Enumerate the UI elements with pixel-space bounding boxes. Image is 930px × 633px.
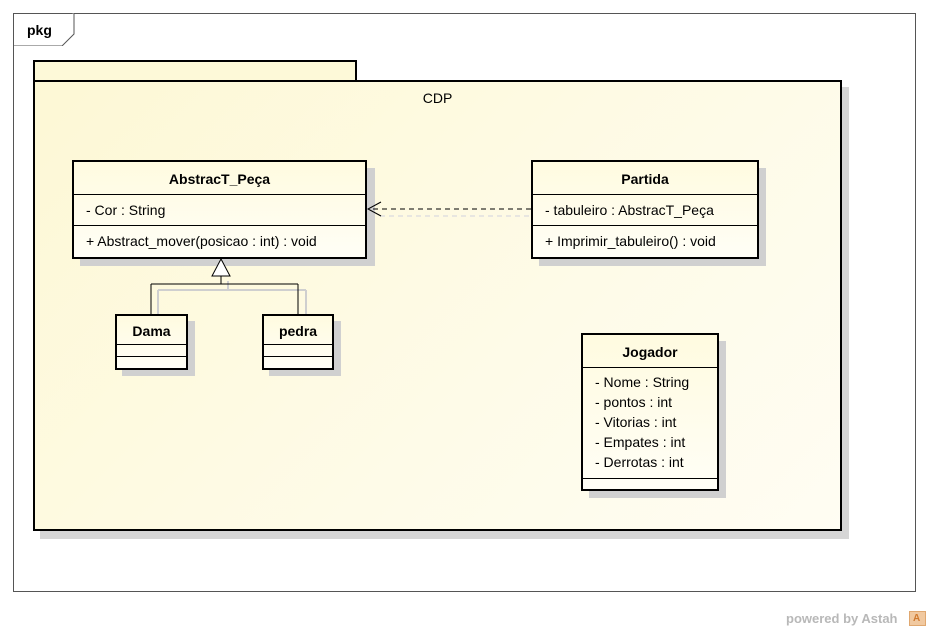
powered-by-text: powered by Astah <box>786 611 898 626</box>
class-name: Partida <box>533 162 757 195</box>
frame-label: pkg <box>27 22 52 38</box>
generalization-arrowhead-icon <box>211 257 231 277</box>
frame-tag <box>13 13 75 46</box>
operation: + Imprimir_tabuleiro() : void <box>545 233 716 249</box>
astah-logo-icon: A <box>909 611 926 626</box>
class-attributes <box>117 345 186 357</box>
class-attributes: - Nome : String - pontos : int - Vitoria… <box>583 368 717 479</box>
attribute: - Vitorias : int <box>595 414 677 430</box>
class-name: pedra <box>264 316 332 345</box>
class-name: AbstracT_Peça <box>74 162 365 195</box>
dependency-arrowhead-icon <box>366 201 382 217</box>
dependency-relation[interactable] <box>366 201 531 217</box>
class-name: Dama <box>117 316 186 345</box>
attribute: - pontos : int <box>595 394 673 410</box>
generalization-relation[interactable] <box>150 257 299 314</box>
class-attributes: - Cor : String <box>74 195 365 226</box>
class-attributes <box>264 345 332 357</box>
package-name: CDP <box>422 90 453 106</box>
attribute: - Derrotas : int <box>595 454 684 470</box>
class-attributes: - tabuleiro : AbstracT_Peça <box>533 195 757 226</box>
class-name: Jogador <box>583 335 717 368</box>
attribute: - tabuleiro : AbstracT_Peça <box>545 202 714 218</box>
class-operations: + Imprimir_tabuleiro() : void <box>533 226 757 251</box>
operation: + Abstract_mover(posicao : int) : void <box>86 233 317 249</box>
attribute: - Cor : String <box>86 202 166 218</box>
attribute: - Nome : String <box>595 374 690 390</box>
class-jogador[interactable]: Jogador - Nome : String - pontos : int -… <box>581 333 719 491</box>
class-abstract-peca[interactable]: AbstracT_Peça - Cor : String + Abstract_… <box>72 160 367 259</box>
attribute: - Empates : int <box>595 434 686 450</box>
class-operations: + Abstract_mover(posicao : int) : void <box>74 226 365 251</box>
class-partida[interactable]: Partida - tabuleiro : AbstracT_Peça + Im… <box>531 160 759 259</box>
package-tab <box>33 60 357 81</box>
class-dama[interactable]: Dama <box>115 314 188 370</box>
class-pedra[interactable]: pedra <box>262 314 334 370</box>
